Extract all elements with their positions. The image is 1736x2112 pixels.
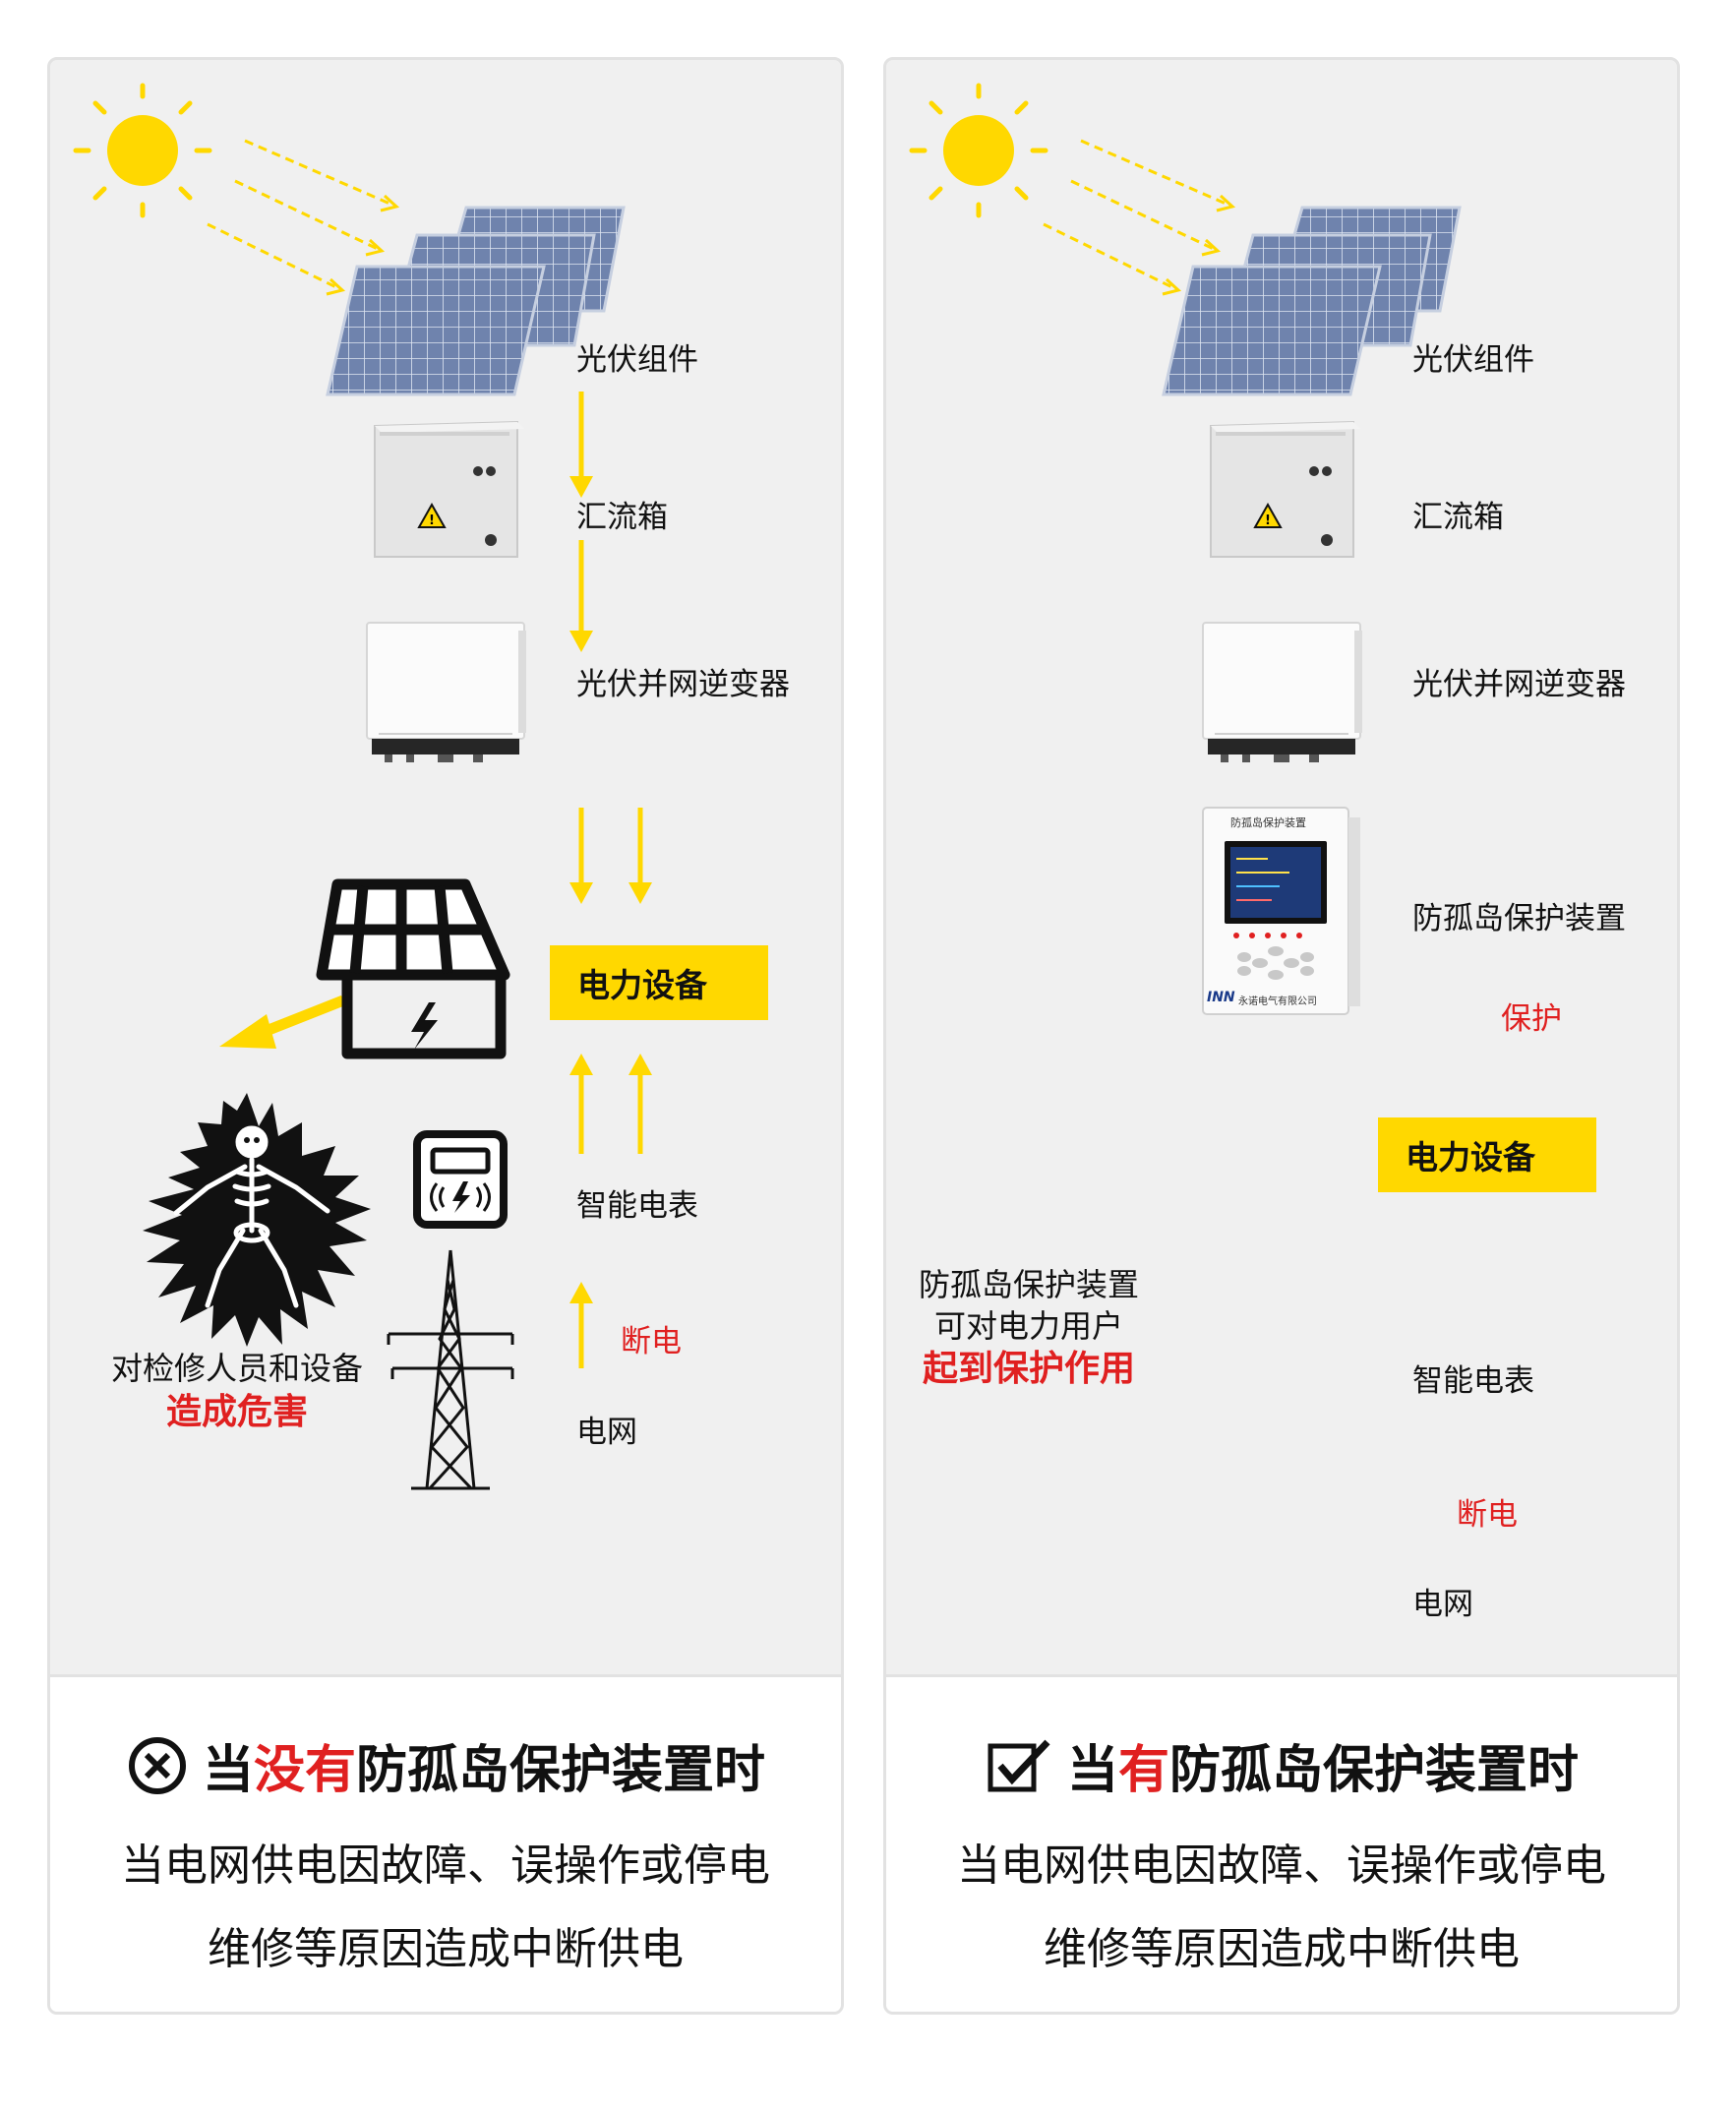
combiner-box-icon: ! — [374, 420, 524, 558]
label-pv-modules: 光伏组件 — [576, 342, 698, 378]
title-suffix: 防孤岛保护装置时 — [1169, 1741, 1580, 1800]
caption-title-right: 当有防孤岛保护装置时 — [886, 1728, 1677, 1802]
label-grid: 电网 — [576, 1415, 637, 1450]
device-brand: INN — [1207, 990, 1235, 1005]
label-protect: 保护 — [1501, 1001, 1562, 1037]
label-inverter: 光伏并网逆变器 — [1412, 667, 1626, 702]
label-inverter: 光伏并网逆变器 — [576, 667, 790, 702]
right-diagram-graphics: ! — [909, 83, 1462, 1015]
title-prefix: 当 — [1066, 1741, 1118, 1800]
power-tower-icon — [387, 1249, 514, 1490]
protection-note-line1: 防孤岛保护装置 — [918, 1266, 1139, 1303]
label-anti-islanding: 防孤岛保护装置 — [1412, 901, 1626, 936]
combiner-box-icon: ! — [1210, 420, 1360, 558]
panel-without-protection: ! — [47, 57, 844, 2015]
caption-box-left: 当没有防孤岛保护装置时 当电网供电因故障、误操作或停电 维修等原因造成中断供电 — [50, 1674, 841, 2012]
label-power-cut: 断电 — [621, 1324, 682, 1359]
power-equipment-box: 电力设备 — [1378, 1117, 1596, 1192]
hazard-note-highlight: 造成危害 — [165, 1391, 308, 1432]
label-smart-meter: 智能电表 — [576, 1188, 698, 1224]
caption-desc-line2: 维修等原因造成中断供电 — [208, 1924, 684, 1974]
label-combiner-box: 汇流箱 — [1412, 500, 1504, 535]
label-smart-meter: 智能电表 — [1412, 1363, 1534, 1399]
device-title: 防孤岛保护装置 — [1230, 816, 1306, 829]
protection-note: 防孤岛保护装置 可对电力用户 起到保护作用 — [886, 1265, 1171, 1393]
title-highlight: 有 — [1117, 1741, 1169, 1800]
caption-desc-line2: 维修等原因造成中断供电 — [1044, 1924, 1520, 1974]
svg-text:!: ! — [1265, 513, 1271, 528]
anti-islanding-device-icon — [1202, 807, 1360, 1015]
power-equipment-box: 电力设备 — [550, 945, 768, 1020]
solar-panel-icon — [1162, 206, 1462, 396]
caption-box-right: 当有防孤岛保护装置时 当电网供电因故障、误操作或停电 维修等原因造成中断供电 — [886, 1674, 1677, 2012]
hazard-note-line: 对检修人员和设备 — [110, 1350, 363, 1387]
label-grid: 电网 — [1412, 1587, 1473, 1622]
protection-note-line2: 可对电力用户 — [933, 1306, 1123, 1345]
panel-with-protection: ! — [883, 57, 1680, 2015]
protection-note-highlight: 起到保护作用 — [922, 1349, 1135, 1390]
inverter-icon — [1202, 622, 1362, 762]
left-diagram-graphics: ! — [73, 83, 652, 1490]
title-suffix: 防孤岛保护装置时 — [356, 1741, 766, 1800]
title-highlight: 没有 — [253, 1741, 356, 1800]
sun-icon — [73, 83, 212, 218]
label-combiner-box: 汇流箱 — [576, 500, 668, 535]
sun-icon — [909, 83, 1048, 218]
smart-meter-icon — [413, 1130, 508, 1229]
label-pv-modules: 光伏组件 — [1412, 342, 1534, 378]
caption-desc-line1: 当电网供电因故障、误操作或停电 — [121, 1840, 770, 1891]
svg-text:!: ! — [429, 513, 435, 528]
label-power-cut: 断电 — [1457, 1497, 1518, 1533]
device-company: 永诺电气有限公司 — [1238, 996, 1317, 1007]
house-solar-icon — [316, 878, 510, 1059]
sun-rays — [1043, 139, 1236, 296]
electrocuted-skeleton-icon — [143, 1093, 371, 1347]
solar-panel-icon — [326, 206, 626, 396]
cross-circle-icon — [128, 1736, 186, 1794]
caption-desc-line1: 当电网供电因故障、误操作或停电 — [957, 1840, 1606, 1891]
danger-arrow — [219, 995, 346, 1049]
caption-title-left: 当没有防孤岛保护装置时 — [50, 1728, 841, 1802]
flow-arrows — [569, 392, 652, 1368]
inverter-icon — [366, 622, 526, 762]
sun-rays — [207, 139, 400, 296]
checkbox-icon — [988, 1739, 1050, 1791]
title-prefix: 当 — [202, 1741, 254, 1800]
hazard-note: 对检修人员和设备 造成危害 — [60, 1349, 414, 1435]
